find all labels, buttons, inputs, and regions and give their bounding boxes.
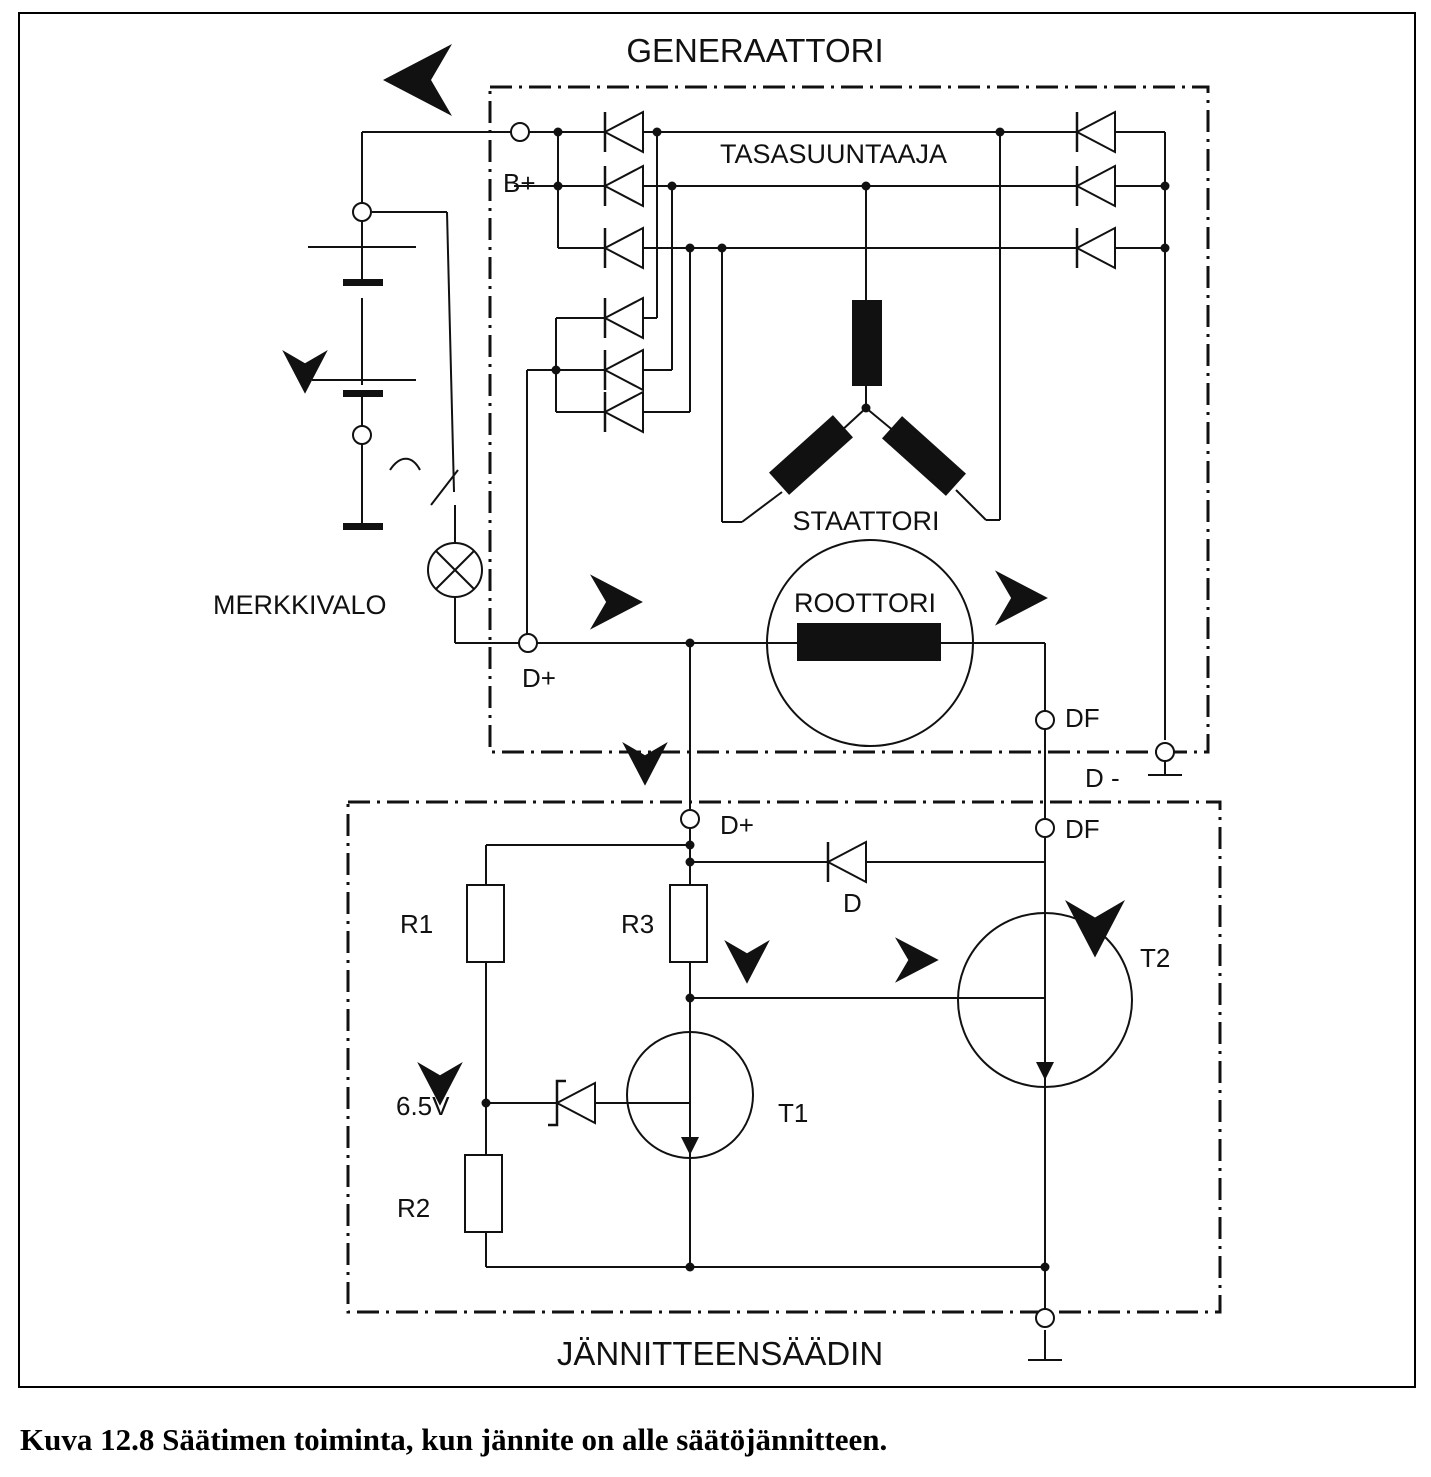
r1-label: R1: [400, 909, 433, 939]
current-arrow: [995, 570, 1048, 626]
warning-light-label: MERKKIVALO: [213, 590, 387, 620]
terminals: [352, 122, 1175, 1328]
battery-plate: [343, 523, 383, 530]
rotor-label: ROOTTORI: [794, 588, 936, 618]
t2-label: T2: [1140, 943, 1170, 973]
circuit-diagram: GENERAATTORI TASASUUNTAAJA B+ STAATTORI …: [213, 32, 1222, 1372]
figure-frame: [18, 12, 1416, 1388]
labels: GENERAATTORI TASASUUNTAAJA B+ STAATTORI …: [213, 32, 1170, 1372]
diode-label: D: [843, 888, 862, 918]
battery-plate: [343, 279, 383, 286]
t1-label: T1: [778, 1098, 808, 1128]
rotor-winding: [797, 623, 941, 661]
rotor-circle: [766, 539, 974, 747]
resistors: [464, 884, 708, 1233]
stator-winding: [852, 300, 882, 386]
stator-winding: [882, 416, 966, 496]
diode-d: [826, 840, 868, 884]
d-plus-gen-label: D+: [522, 663, 556, 693]
current-arrow: [622, 742, 668, 786]
current-arrow: [383, 44, 452, 116]
generator-box: [488, 85, 1210, 754]
df-gen-label: DF: [1065, 703, 1100, 733]
junctions: [481, 127, 1170, 1272]
current-arrow: [282, 350, 328, 394]
generator-title: GENERAATTORI: [626, 32, 883, 69]
voltage-label: 6.5V: [396, 1091, 450, 1121]
stator-label: STAATTORI: [792, 506, 939, 536]
current-arrow: [724, 940, 770, 984]
warning-lamp: [427, 542, 483, 598]
regulator-box: [346, 800, 1222, 1314]
b-plus-label: B+: [503, 168, 536, 198]
transistor-t1: [626, 1031, 754, 1159]
battery-plate: [343, 390, 383, 397]
current-arrow: [895, 937, 939, 983]
figure-caption: Kuva 12.8 Säätimen toiminta, kun jännite…: [20, 1422, 888, 1457]
rectifier-label: TASASUUNTAAJA: [720, 139, 947, 169]
stator-winding: [769, 415, 853, 495]
r2-label: R2: [397, 1193, 430, 1223]
d-minus-label: D -: [1085, 763, 1120, 793]
transistor-t2: [957, 912, 1133, 1088]
df-reg-label: DF: [1065, 814, 1100, 844]
current-arrow: [590, 574, 643, 630]
wiring: [308, 131, 1182, 1361]
r3-label: R3: [621, 909, 654, 939]
d-plus-reg-label: D+: [720, 810, 754, 840]
regulator-title: JÄNNITTEENSÄÄDIN: [557, 1335, 883, 1372]
zener-diode: [548, 1079, 596, 1127]
